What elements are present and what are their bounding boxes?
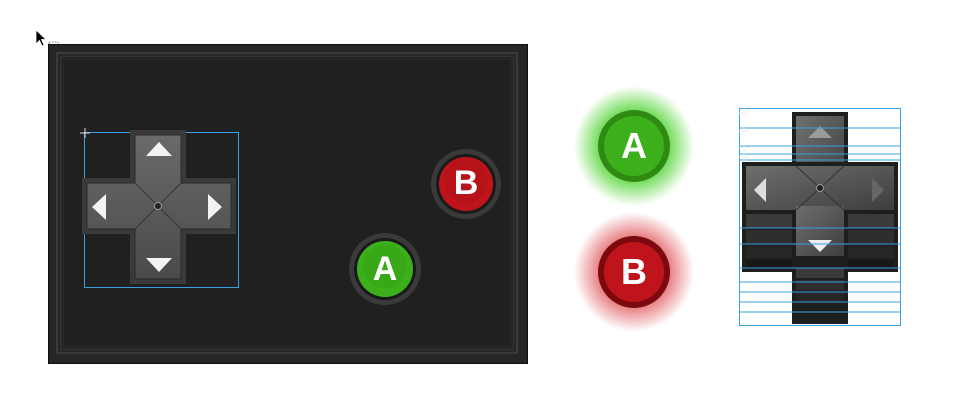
dpad-left-arrow-icon[interactable]: [90, 192, 108, 222]
dpad[interactable]: [80, 128, 240, 288]
guide-cross-icon: [80, 128, 90, 138]
dpad-down-arrow-icon[interactable]: [144, 256, 174, 274]
panel-frame: [56, 52, 518, 354]
b-button-glow-sprite: [574, 212, 694, 332]
a-button-glow-sprite: [574, 86, 694, 206]
b-glow-label: B: [621, 251, 647, 292]
panel-frame-inner: [60, 56, 514, 350]
a-glow-label: A: [621, 125, 647, 166]
b-button-label: B: [453, 164, 479, 202]
dpad-sprite-sheet: [739, 108, 901, 326]
controller-panel: B A: [48, 44, 528, 364]
dpad-up-arrow-icon[interactable]: [144, 140, 174, 158]
a-button[interactable]: [348, 232, 422, 306]
a-button-label: A: [372, 250, 398, 288]
b-button[interactable]: [430, 148, 502, 220]
dpad-right-arrow-icon[interactable]: [206, 192, 224, 222]
